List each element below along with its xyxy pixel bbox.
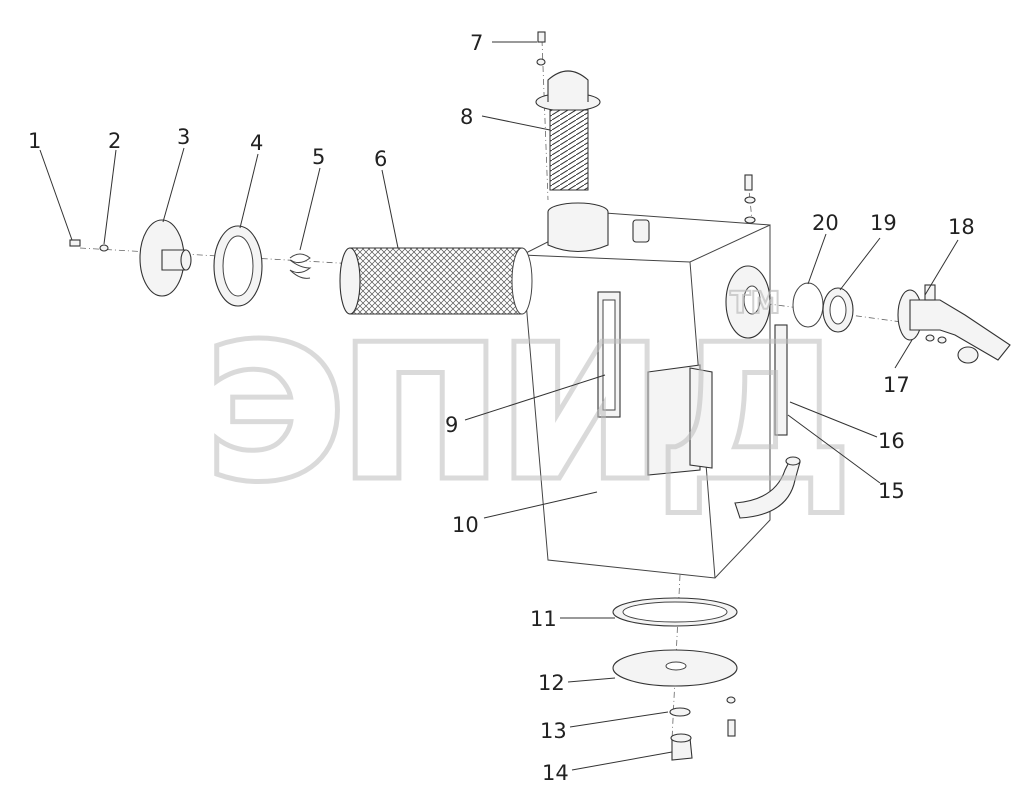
callout-9: 9	[445, 413, 458, 437]
bottom-hardware	[612, 597, 738, 761]
callouts: 1 2 3 4 5 6 7 8 9 10 11 12 13 14 15 16 1…	[28, 31, 975, 785]
callout-1: 1	[28, 129, 41, 153]
callout-16: 16	[878, 429, 905, 453]
leader-lines	[39, 41, 959, 771]
callout-8: 8	[460, 105, 473, 129]
callout-11: 11	[530, 607, 557, 631]
callout-13: 13	[540, 719, 567, 743]
left-hardware	[69, 219, 312, 307]
callout-19: 19	[870, 211, 897, 235]
callout-4: 4	[250, 131, 263, 155]
callout-2: 2	[108, 129, 121, 153]
watermark-text: эпид	[200, 246, 842, 537]
callout-15: 15	[878, 479, 905, 503]
callout-20: 20	[812, 211, 839, 235]
watermark-tm: TM	[730, 286, 780, 321]
callout-17: 17	[883, 373, 910, 397]
filler-breather	[535, 31, 601, 191]
callout-6: 6	[374, 147, 387, 171]
callout-3: 3	[177, 125, 190, 149]
callout-10: 10	[452, 513, 479, 537]
callout-7: 7	[470, 31, 483, 55]
callout-14: 14	[542, 761, 569, 785]
callout-12: 12	[538, 671, 565, 695]
watermark-logo: эпид TM	[198, 244, 859, 540]
tank-body	[521, 174, 801, 579]
callout-5: 5	[312, 145, 325, 169]
mesh-filter	[339, 247, 533, 315]
right-fittings	[792, 282, 1011, 364]
callout-18: 18	[948, 215, 975, 239]
